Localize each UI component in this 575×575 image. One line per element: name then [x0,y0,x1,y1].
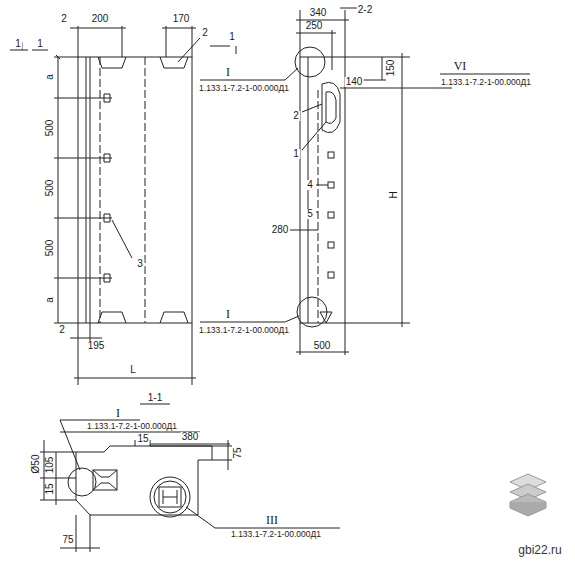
dimension-label: 1-1 [147,393,163,403]
dimension-label: 5 [306,209,314,219]
dimension-label: 380 [181,432,200,442]
watermark: gbi22.ru [517,544,562,556]
dimension-label: 1 [14,39,22,49]
detail-circle [297,297,327,327]
dimension-label: 280 [271,225,290,235]
dimension-label: а [45,73,55,81]
dimension-label: 75 [61,535,74,545]
dimension-label: 105 [45,456,55,475]
dimension-label: 2 [201,28,209,38]
dimension-label: 4 [306,180,314,190]
dimension-label: 500 [45,179,55,198]
dimension-label: 500 [45,239,55,258]
lifting-loop [322,82,340,132]
dimension-label: 500 [313,341,332,351]
dimension-label: 1 [36,39,44,49]
mounting-loops [90,94,112,282]
drawing-reference: 1.133.1-7.2-1-00.000Д1 [198,326,290,335]
dimension-label: 2-2 [357,5,373,15]
dimension-label: 2 [292,111,300,121]
dimension-label: 15 [45,482,55,495]
dimension-label: Ø50 [31,454,41,475]
dimension-label: 2 [58,325,66,335]
dimension-label: а [45,296,55,304]
panel-outline [78,57,192,323]
drawing-reference: 1.133.1-7.2-1-00.000Д1 [198,84,290,93]
dimension-label: 1 [292,149,300,159]
dimension-label: 1 [228,32,236,42]
dimension-label: 150 [386,59,396,78]
detail-mark: I [225,308,231,320]
dimension-label: L [129,365,137,375]
dimension-label: 140 [345,77,364,87]
dimension-label: 3 [136,259,144,269]
dimension-label: 340 [309,8,328,18]
dimension-label: 15 [136,434,149,444]
dimension-label: H [389,190,399,199]
detail-mark: I [115,407,121,419]
detail-circle [68,468,96,496]
dimension-label: 500 [45,119,55,138]
dimension-label: 2 [60,14,68,24]
drawing-reference: 1.133.1-7.2-1-00.000Д1 [440,78,532,87]
detail-mark: I [225,66,231,78]
drawing-reference: 1.133.1-7.2-1-00.000Д1 [230,530,322,539]
dimension-label: 250 [305,21,324,31]
dimension-label: 75 [233,446,243,459]
side-section [300,57,345,323]
dimension-label: 195 [87,341,106,351]
drawing-reference: 1.133.1-7.2-1-00.000Д1 [86,422,178,431]
dimension-label: 200 [91,14,110,24]
watermark-icon [510,474,546,516]
detail-mark: III [265,514,279,526]
dimension-label: 170 [172,14,191,24]
detail-mark: VI [453,60,468,72]
